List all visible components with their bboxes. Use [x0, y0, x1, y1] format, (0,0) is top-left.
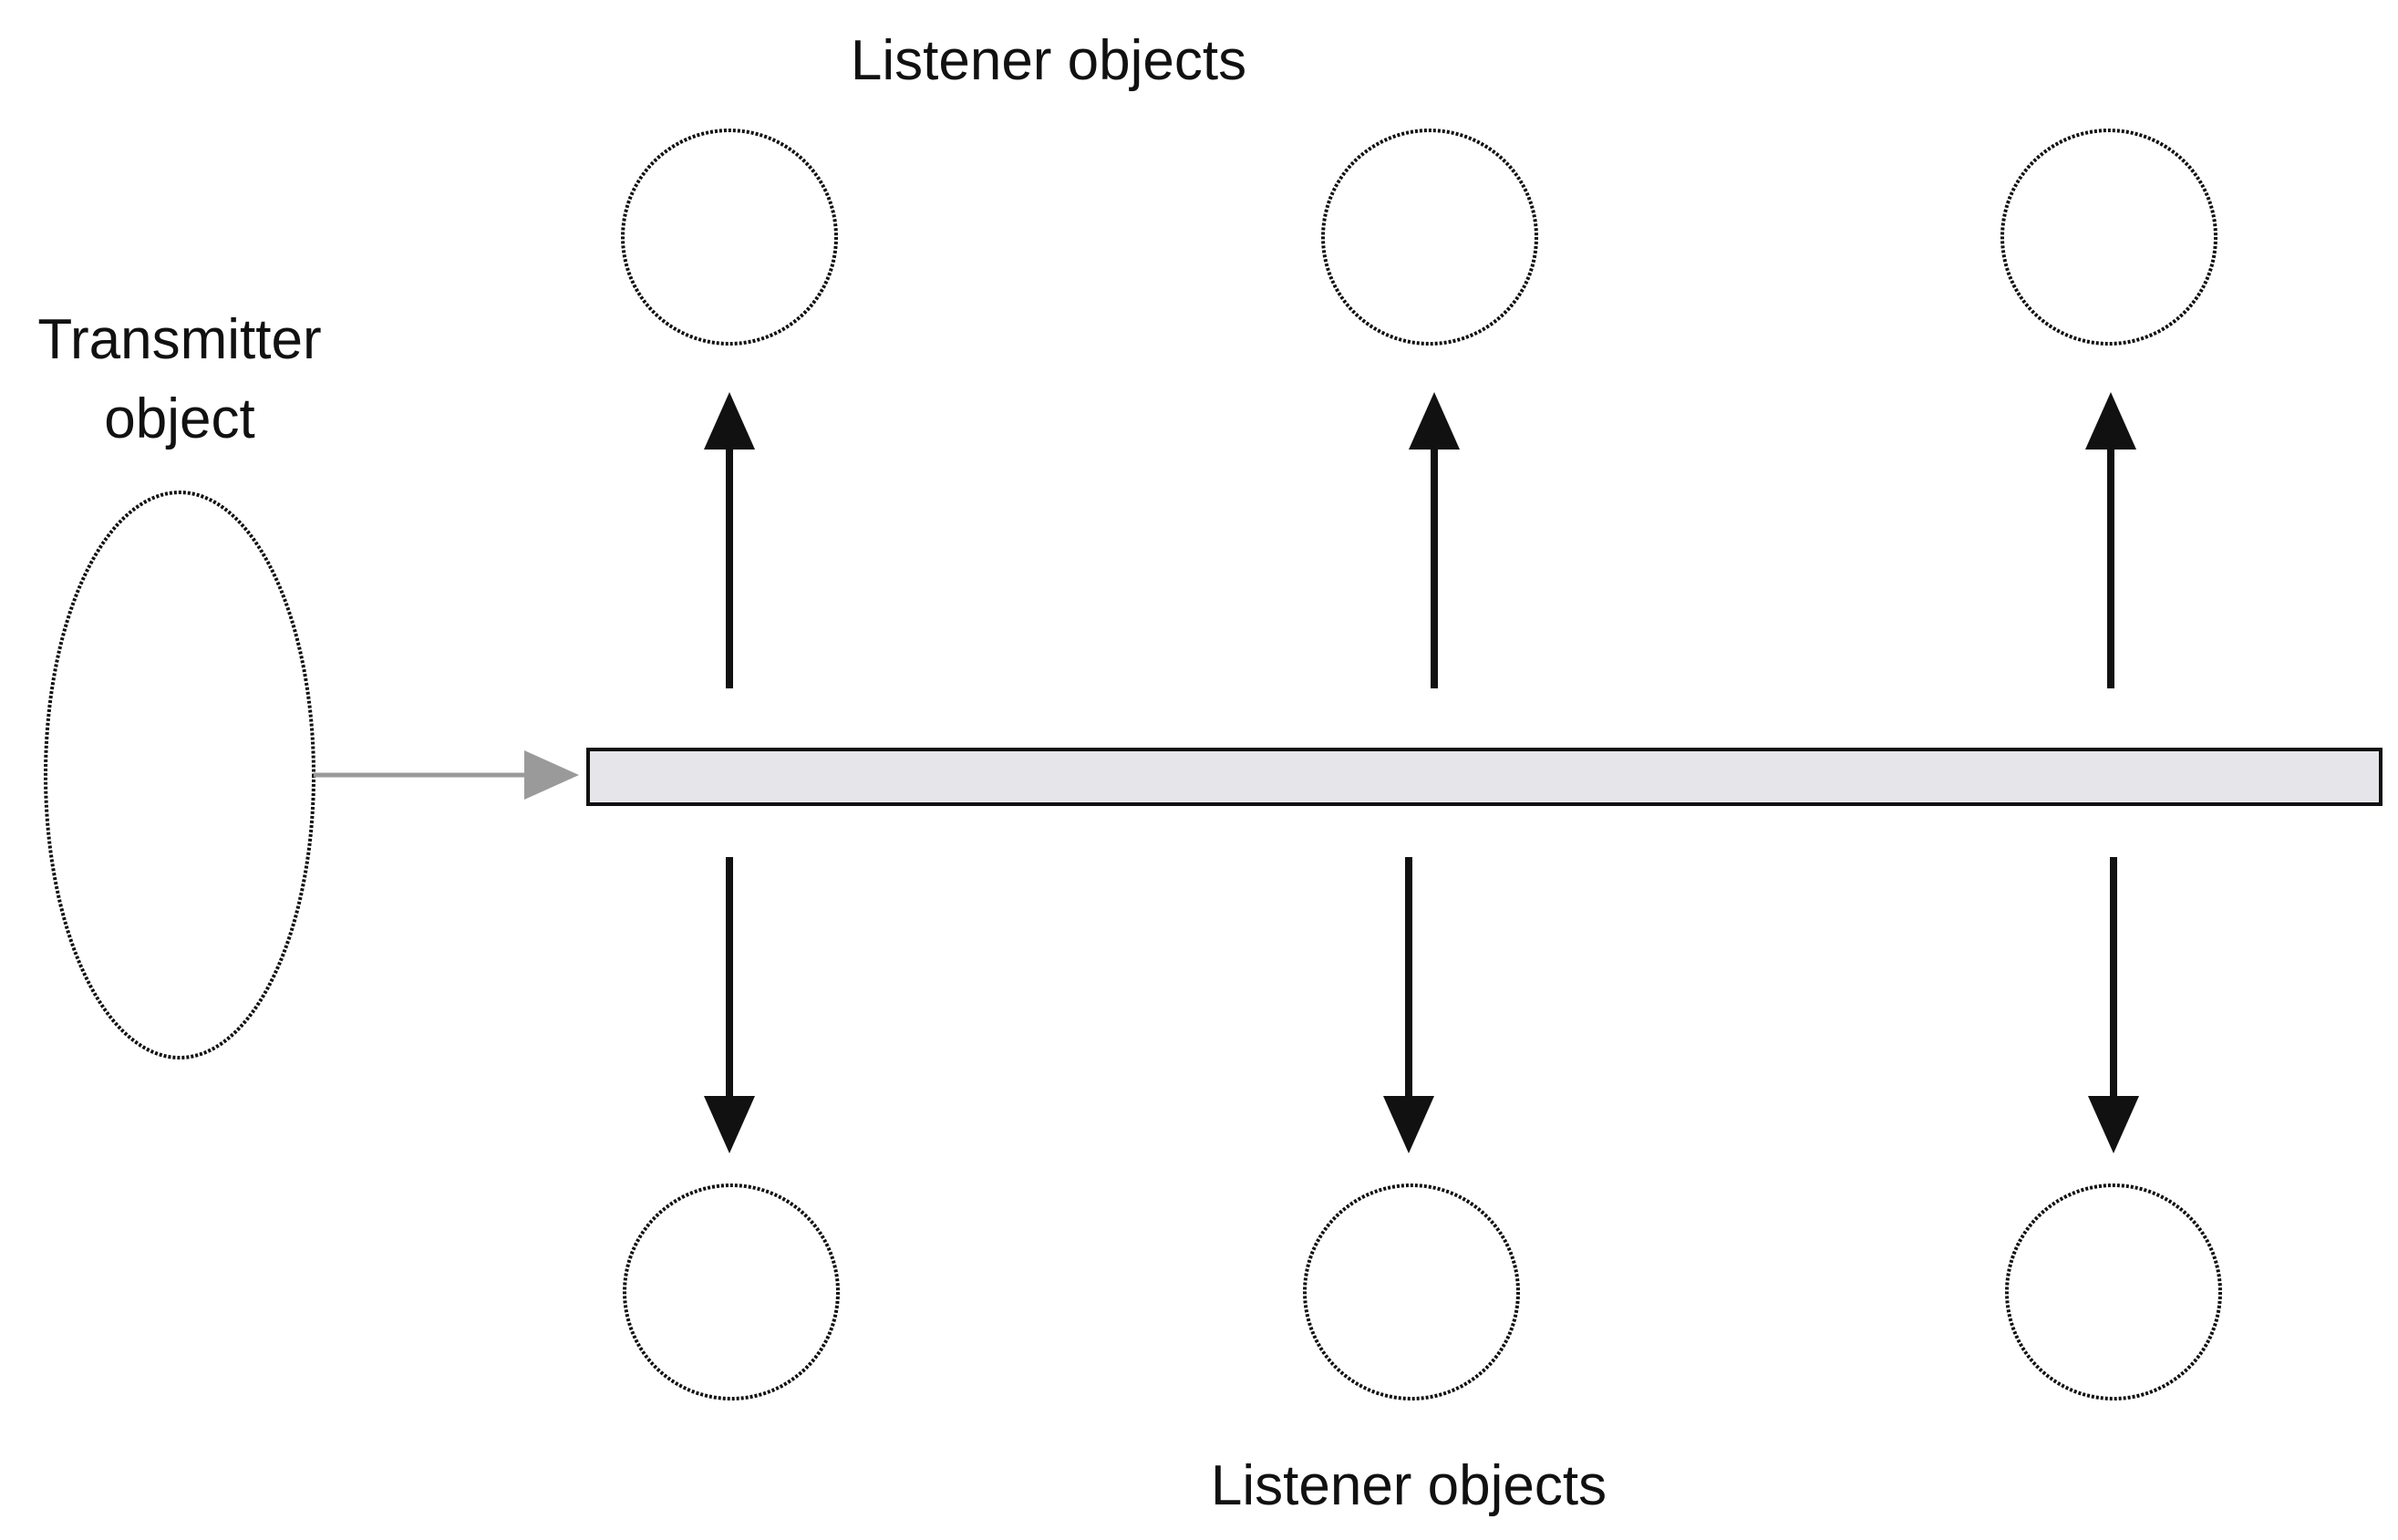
transmitter-label-line2: object: [104, 388, 254, 450]
down-arrow-head-1: [704, 1096, 755, 1153]
down-arrow-head-3: [2088, 1096, 2139, 1153]
listener-objects-bottom-label: Listener objects: [1211, 1454, 1607, 1517]
listener-object-bottom-2: [1303, 1183, 1520, 1400]
listener-object-bottom-3: [2005, 1183, 2222, 1400]
transmitter-label-line1: Transmitter: [37, 308, 321, 371]
listener-object-top-2: [1321, 129, 1538, 346]
listener-objects-top-label: Listener objects: [851, 29, 1246, 92]
listener-object-top-1: [621, 129, 838, 346]
up-arrow-head-1: [704, 392, 755, 450]
up-arrow-head-3: [2085, 392, 2136, 450]
transmitter-object: [44, 491, 315, 1059]
down-arrow-head-2: [1383, 1096, 1434, 1153]
listener-object-top-3: [2000, 129, 2217, 346]
listener-object-bottom-1: [623, 1183, 840, 1400]
up-arrow-head-2: [1409, 392, 1460, 450]
broadcast-channel: [586, 748, 2382, 806]
transmit-arrow-head: [524, 750, 579, 800]
